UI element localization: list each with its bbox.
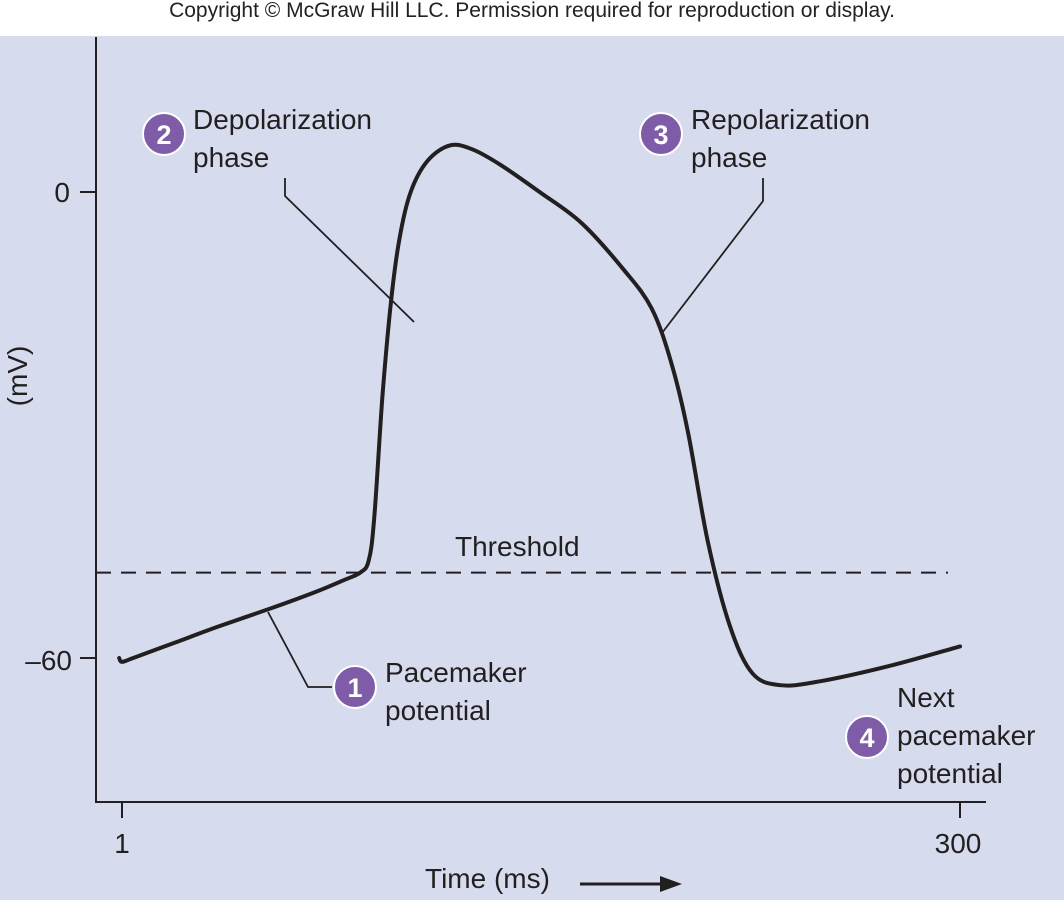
x-tick-label-1: 1 [114, 828, 130, 859]
leader-line-pacemaker [267, 611, 332, 688]
badge-4-number: 4 [859, 723, 874, 753]
annotation-3-line-1: Repolarization [691, 104, 870, 135]
annotation-pacemaker: 1 Pacemaker potential [333, 657, 527, 726]
badge-2 [142, 112, 186, 156]
time-arrow-icon [580, 876, 682, 892]
annotation-3-line-2: phase [691, 142, 767, 173]
annotation-depolarization: 2 Depolarization phase [142, 104, 372, 173]
annotation-4-line-1: Next [897, 682, 955, 713]
badge-2-number: 2 [156, 120, 171, 150]
badge-4 [845, 715, 889, 759]
x-axis-label: Time (ms) [425, 863, 550, 894]
plot-background [0, 36, 1064, 900]
badge-3 [639, 112, 683, 156]
copyright-notice: Copyright © McGraw Hill LLC. Permission … [0, 0, 1064, 36]
annotation-1-line-1: Pacemaker [385, 657, 527, 688]
badge-3-number: 3 [653, 120, 668, 150]
annotation-4-line-2: pacemaker [897, 720, 1036, 751]
x-tick-label-300: 300 [935, 828, 982, 859]
annotation-next-pacemaker: 4 Next pacemaker potential [845, 682, 1036, 789]
threshold-label: Threshold [455, 531, 580, 562]
annotation-4-line-3: potential [897, 758, 1003, 789]
action-potential-curve [117, 142, 962, 688]
leader-line-repolarization [661, 178, 764, 334]
annotation-1-line-2: potential [385, 695, 491, 726]
annotation-repolarization: 3 Repolarization phase [639, 104, 870, 173]
badge-1-number: 1 [347, 673, 362, 703]
leader-line-depolarization [284, 178, 415, 323]
annotation-2-line-2: phase [193, 142, 269, 173]
annotation-2-line-1: Depolarization [193, 104, 372, 135]
y-tick-label-neg60: –60 [25, 645, 72, 676]
badge-1 [333, 665, 377, 709]
y-tick-label-0: 0 [54, 177, 70, 208]
y-axis-label: (mV) [2, 346, 33, 407]
